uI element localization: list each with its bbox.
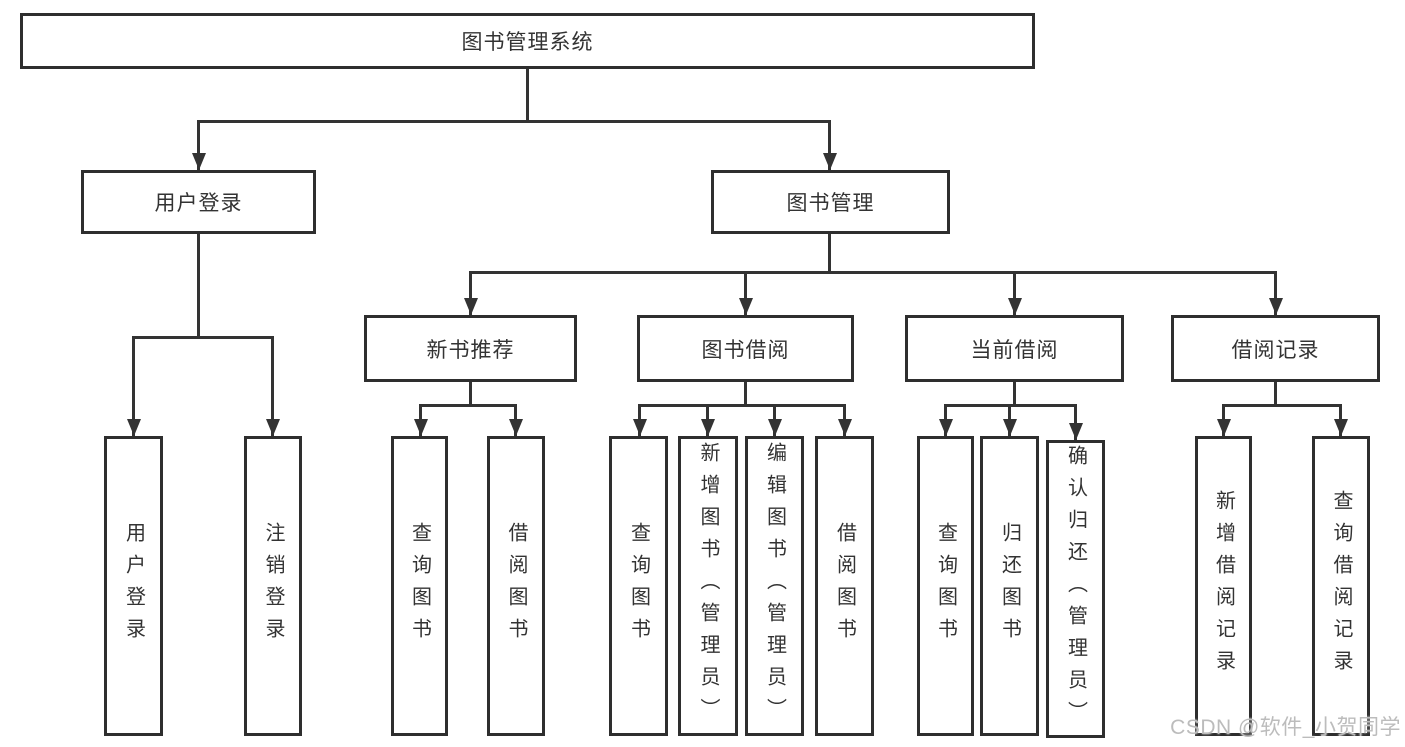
connector-line [197,120,831,123]
leaf-borrow-book-2: 借阅图书 [815,436,874,736]
watermark: CSDN @软件_小贺同学 [1170,716,1401,739]
arrow-down [271,336,274,436]
leaf-query-book-3: 查询图书 [917,436,974,736]
node-book-management: 图书管理 [711,170,950,234]
arrow-down [744,271,747,315]
arrow-down [1008,404,1011,436]
arrow-down [1339,404,1342,436]
connector-line [744,382,747,406]
connector-line [1222,404,1342,407]
node-current-borrow: 当前借阅 [905,315,1124,382]
leaf-confirm-return-admin: 确认归还（管理员） [1046,440,1105,738]
arrow-down [944,404,947,436]
arrow-down [706,404,709,436]
node-book-borrow: 图书借阅 [637,315,854,382]
arrow-down [419,404,422,436]
arrow-down [514,404,517,436]
leaf-add-borrow-record: 新增借阅记录 [1195,436,1252,736]
arrow-down [828,120,831,170]
connector-line [197,234,200,339]
leaf-return-book: 归还图书 [980,436,1039,736]
arrow-down [1013,271,1016,315]
arrow-down [638,404,641,436]
leaf-query-book-2: 查询图书 [609,436,668,736]
node-root-system: 图书管理系统 [20,13,1035,69]
arrow-down [1222,404,1225,436]
arrow-down [1274,271,1277,315]
connector-line [469,271,1277,274]
leaf-edit-book-admin: 编辑图书（管理员） [745,436,804,736]
leaf-add-book-admin: 新增图书（管理员） [678,436,738,736]
arrow-down [197,120,200,170]
leaf-borrow-book-1: 借阅图书 [487,436,545,736]
connector-line [828,234,831,273]
arrow-down [773,404,776,436]
arrow-down [132,336,135,436]
leaf-user-login: 用户登录 [104,436,163,736]
node-borrow-record: 借阅记录 [1171,315,1380,382]
connector-line [419,404,517,407]
leaf-query-borrow-record: 查询借阅记录 [1312,436,1370,736]
arrow-down [1074,404,1077,440]
connector-line [638,404,846,407]
connector-line [1274,382,1277,406]
connector-line [1013,382,1016,406]
arrow-down [843,404,846,436]
arrow-down [469,271,472,315]
connector-line [469,382,472,406]
connector-line [526,69,529,122]
node-new-book-recommend: 新书推荐 [364,315,577,382]
leaf-logout: 注销登录 [244,436,302,736]
leaf-query-book-1: 查询图书 [391,436,448,736]
node-user-login: 用户登录 [81,170,316,234]
connector-line [132,336,274,339]
